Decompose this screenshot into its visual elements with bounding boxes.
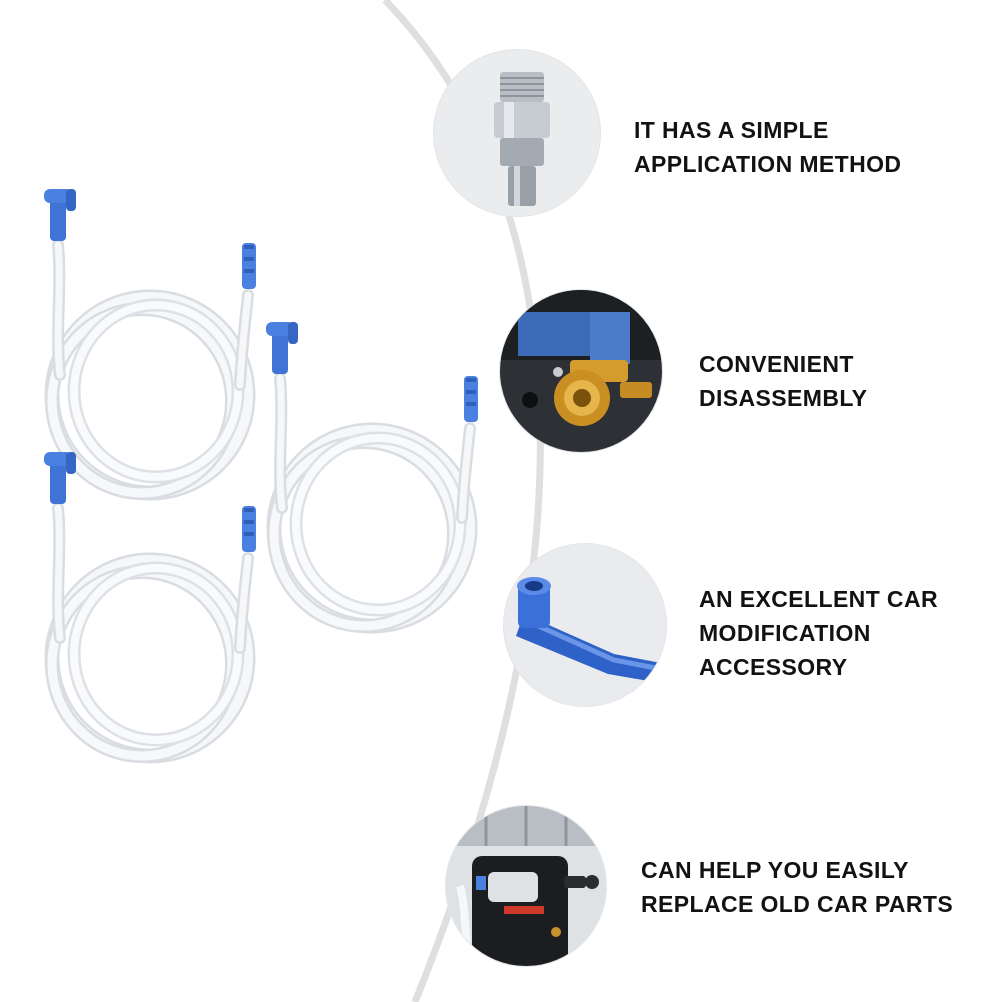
feature-3-line-3: ACCESSORY (699, 654, 848, 680)
feature-2-line-2: DISASSEMBLY (699, 385, 868, 411)
feature-1-line-1: IT HAS A SIMPLE (634, 117, 829, 143)
feature-1-line-2: APPLICATION METHOD (634, 151, 902, 177)
feature-thumb-connector (434, 50, 600, 216)
bleeder-tool-icon (446, 806, 606, 966)
feature-text-2: CONVENIENT DISASSEMBLY (699, 347, 867, 415)
feature-2-line-1: CONVENIENT (699, 351, 854, 377)
metal-connector-icon (434, 50, 600, 216)
feature-4-line-2: REPLACE OLD CAR PARTS (641, 891, 954, 917)
feature-text-1: IT HAS A SIMPLE APPLICATION METHOD (634, 113, 901, 181)
feature-3-line-2: MODIFICATION (699, 620, 871, 646)
feature-text-3: AN EXCELLENT CAR MODIFICATION ACCESSORY (699, 582, 938, 684)
brass-valve-icon (500, 290, 662, 452)
feature-text-4: CAN HELP YOU EASILY REPLACE OLD CAR PART… (641, 853, 953, 921)
feature-thumb-elbow-fitting (504, 544, 666, 706)
feature-4-line-1: CAN HELP YOU EASILY (641, 857, 909, 883)
feature-thumb-valve (500, 290, 662, 452)
feature-3-line-1: AN EXCELLENT CAR (699, 586, 938, 612)
feature-thumb-bleeder-tool (446, 806, 606, 966)
blue-elbow-fitting-icon (504, 544, 666, 706)
